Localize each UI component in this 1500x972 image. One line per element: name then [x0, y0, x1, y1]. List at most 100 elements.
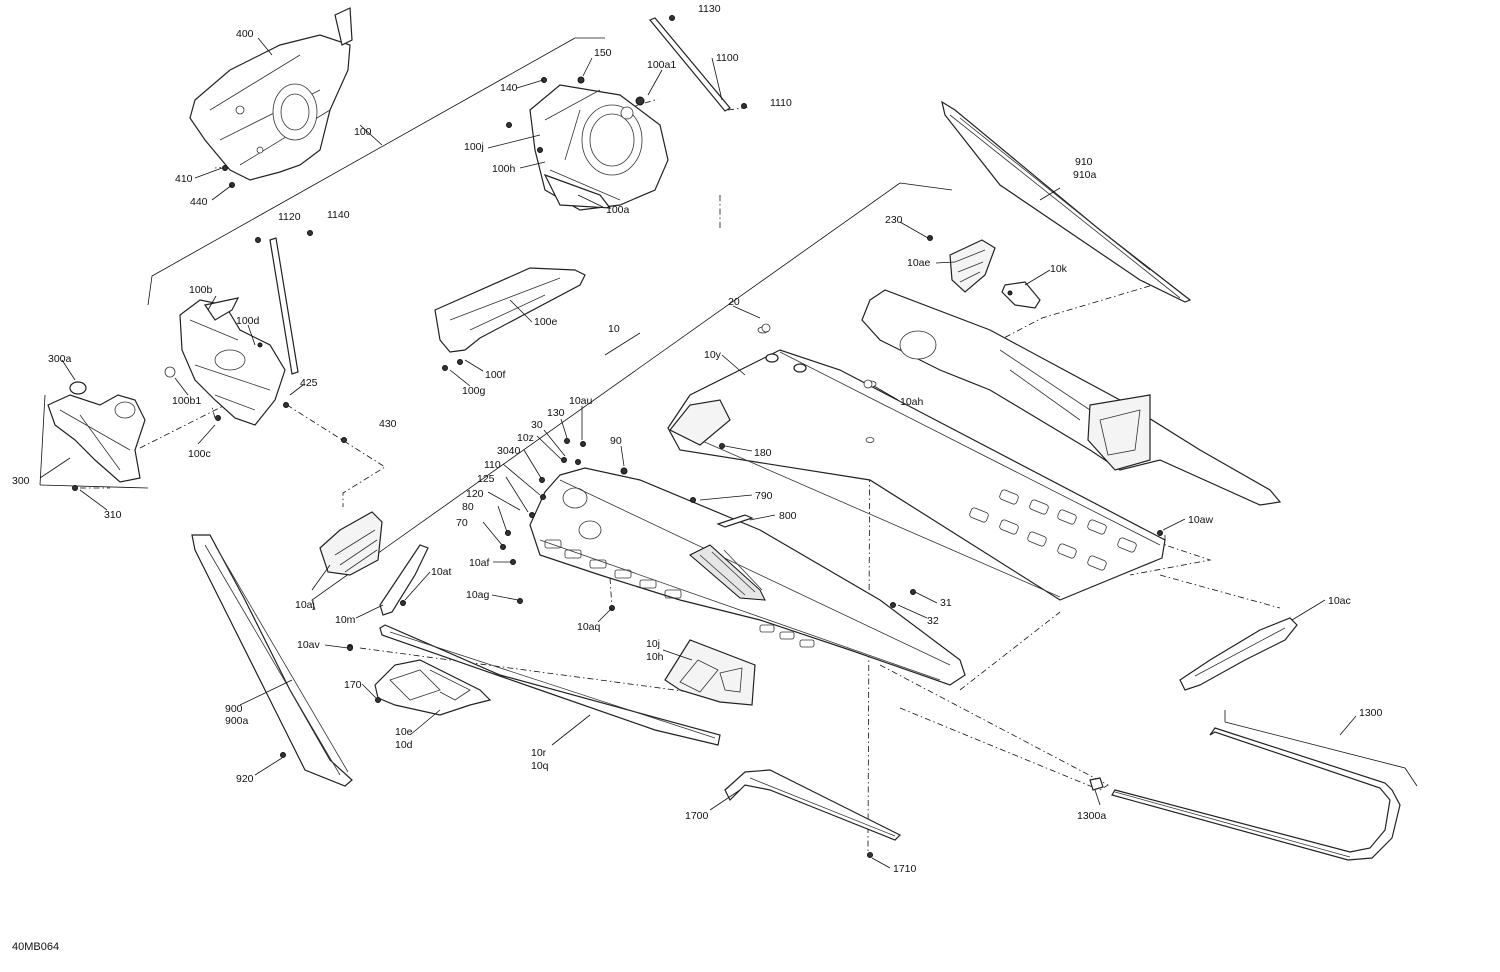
- callout-180: 180: [754, 447, 772, 459]
- callout-800: 800: [779, 510, 797, 522]
- callout-100e: 100e: [534, 316, 558, 328]
- callout-410: 410: [175, 173, 193, 185]
- callout-10aw: 10aw: [1188, 514, 1214, 526]
- callout-100g: 100g: [462, 385, 486, 397]
- callout-1140: 1140: [327, 209, 350, 221]
- callout-300a: 300a: [48, 353, 72, 365]
- callout-100b1: 100b1: [172, 395, 201, 407]
- callout-230: 230: [885, 214, 903, 226]
- part-100a-chaincase-mount: [506, 76, 669, 211]
- callout-425: 425: [300, 377, 318, 389]
- part-10y-tunnel-top: [667, 326, 1166, 601]
- callout-10av: 10av: [297, 639, 321, 651]
- assembly-guide-lines: [80, 98, 1281, 855]
- callout-150: 150: [594, 47, 612, 59]
- callout-100a1: 100a1: [647, 59, 676, 71]
- callout-170: 170: [344, 679, 362, 691]
- callout-80: 80: [462, 501, 474, 513]
- fastener-dots: [215, 290, 1013, 651]
- callout-440: 440: [190, 196, 208, 208]
- callout-100j: 100j: [464, 141, 484, 153]
- callout-10m: 10m: [335, 614, 356, 626]
- callout-10h: 10h: [646, 651, 664, 663]
- callout-10ag: 10ag: [466, 589, 490, 601]
- part-10j-plate: [664, 639, 756, 706]
- callout-100a: 100a: [606, 204, 630, 216]
- callout-70: 70: [456, 517, 468, 529]
- callout-10at: 10at: [431, 566, 452, 578]
- part-10aj-vent-grille: [319, 511, 383, 576]
- callout-100: 100: [354, 126, 372, 138]
- callout-10r: 10r: [531, 747, 547, 759]
- part-10ac-rear-bracket: [1179, 617, 1298, 691]
- callout-10d: 10d: [395, 739, 413, 751]
- part-1300-rear-bumper: [1089, 727, 1401, 861]
- callout-10e: 10e: [395, 726, 413, 738]
- callout-920: 920: [236, 773, 254, 785]
- callout-100d: 100d: [236, 315, 260, 327]
- callout-790: 790: [755, 490, 773, 502]
- callout-10ah: 10ah: [900, 396, 924, 408]
- callout-1300: 1300: [1359, 707, 1383, 719]
- callout-10k: 10k: [1050, 263, 1068, 275]
- tunnel-left-slots: [544, 539, 815, 648]
- callout-430: 430: [379, 418, 397, 430]
- callout-1130: 1130: [698, 3, 721, 15]
- callout-140: 140: [500, 82, 518, 94]
- callout-910: 910: [1075, 156, 1093, 168]
- callout-10j: 10j: [646, 638, 660, 650]
- callout-130: 130: [547, 407, 565, 419]
- part-10e-bottom-plate: [374, 659, 492, 716]
- part-10ae-10k-brackets: [927, 235, 1041, 309]
- callout-30: 30: [531, 419, 543, 431]
- part-400-engine-mount: [189, 7, 353, 188]
- callout-400: 400: [236, 28, 254, 40]
- part-300-front-bracket: [47, 381, 146, 491]
- callout-900: 900: [225, 703, 243, 715]
- callout-10ac: 10ac: [1328, 595, 1351, 607]
- part-10r-front-strip: [379, 624, 721, 746]
- part-10-tunnel-side-left: [529, 467, 1163, 686]
- callout-31: 31: [940, 597, 952, 609]
- callout-1700: 1700: [685, 810, 709, 822]
- callout-100h: 100h: [492, 163, 516, 175]
- part-100b-steering-support: [164, 230, 313, 426]
- callout-20: 20: [728, 296, 740, 308]
- callout-1120: 1120: [278, 211, 301, 223]
- callout-10z: 10z: [517, 432, 534, 444]
- callout-10y: 10y: [704, 349, 722, 361]
- part-10m-bracket: [379, 544, 429, 616]
- callout-100f: 100f: [485, 369, 506, 381]
- callout-10aq: 10aq: [577, 621, 601, 633]
- part-1700-rear-bracket: [724, 769, 902, 858]
- part-910-right-rail: [941, 100, 1192, 303]
- figure-reference: 40MB064: [12, 941, 59, 953]
- callout-10af: 10af: [469, 557, 490, 569]
- callout-32: 32: [927, 615, 939, 627]
- callout-1100: 1100: [716, 52, 739, 64]
- callout-100b: 100b: [189, 284, 213, 296]
- callout-10au: 10au: [569, 395, 593, 407]
- callout-310: 310: [104, 509, 122, 521]
- part-100e-upper-plate: [434, 267, 586, 371]
- part-10-tunnel-side-right: [861, 289, 1282, 506]
- callout-10: 10: [608, 323, 620, 335]
- callout-10aj: 10aj: [295, 599, 315, 611]
- group-boundary-lines: [39, 37, 1418, 787]
- callout-10q: 10q: [531, 760, 549, 772]
- callout-3040: 3040: [497, 445, 521, 457]
- callout-120: 120: [466, 488, 484, 500]
- callout-90: 90: [610, 435, 622, 447]
- callout-1110: 1110: [770, 97, 792, 109]
- callout-900a: 900a: [225, 715, 249, 727]
- callout-125: 125: [477, 473, 495, 485]
- callout-1300a: 1300a: [1077, 810, 1106, 822]
- leader-lines: [39, 37, 1357, 869]
- callout-910a: 910a: [1073, 169, 1097, 181]
- callout-100c: 100c: [188, 448, 211, 460]
- callout-10ae: 10ae: [907, 257, 931, 269]
- callout-300: 300: [12, 475, 30, 487]
- tunnel-cooler-slots: [969, 489, 1137, 571]
- callout-labels: 1130 1100 1110 100a1 150 140 100j 100h 1…: [12, 3, 1383, 875]
